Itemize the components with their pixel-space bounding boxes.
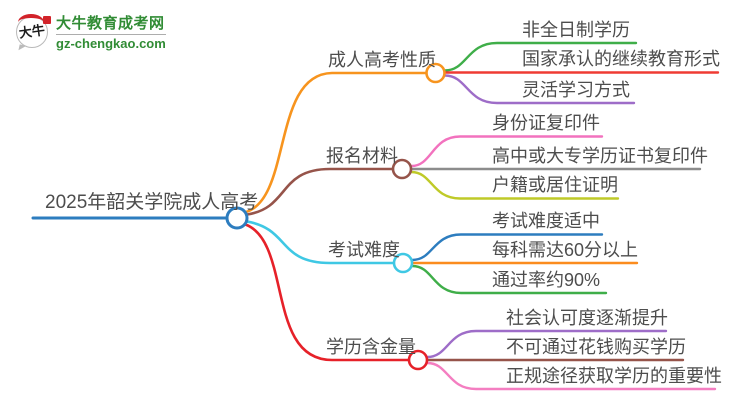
logo-red-seal-icon <box>43 16 51 24</box>
branch-curve-2 <box>245 167 395 216</box>
branch-node-4 <box>407 349 429 371</box>
leaf-label-1-1: 非全日制学历 <box>522 20 630 40</box>
leaf-line-4-1 <box>426 329 668 359</box>
leaf-label-3-3: 通过率约90% <box>492 270 601 290</box>
leaf-label-1-2: 国家承认的继续教育形式 <box>522 49 720 69</box>
branch-node-1 <box>425 62 446 84</box>
root-node-label: 2025年韶关学院成人高考 <box>45 192 259 213</box>
leaf-label-4-3: 正规途径获取学历的重要性 <box>506 366 722 386</box>
leaf-label-2-2: 高中或大专学历证书复印件 <box>492 146 708 166</box>
leaf-line-3-1 <box>411 233 604 262</box>
leaf-line-1-1 <box>443 41 638 72</box>
root-node <box>225 206 249 230</box>
leaf-label-2-3: 户籍或居住证明 <box>492 175 618 195</box>
branch-label-2: 报名材料 <box>326 146 398 166</box>
leaf-line-3-3 <box>411 264 608 295</box>
site-name: 大牛教育成考网 <box>56 15 165 32</box>
leaf-line-1-3 <box>443 74 636 105</box>
leaf-label-3-1: 考试难度适中 <box>492 211 600 231</box>
logo-badge-icon: 大牛 <box>16 14 51 52</box>
branch-label-1: 成人高考性质 <box>328 50 436 70</box>
branch-curve-1 <box>244 71 428 214</box>
site-url: gz-chengkao.com <box>56 34 166 51</box>
branch-node-2 <box>391 158 413 180</box>
branch-label-3: 考试难度 <box>328 240 400 260</box>
branch-label-4: 学历含金量 <box>326 337 416 357</box>
site-logo: 大牛 大牛教育成考网 gz-chengkao.com <box>16 14 166 52</box>
leaf-line-2-1 <box>410 135 604 168</box>
branch-node-3 <box>392 252 414 274</box>
leaf-label-4-1: 社会认可度逐渐提升 <box>506 308 668 328</box>
branch-curve-3 <box>245 220 396 265</box>
leaf-label-1-3: 灵活学习方式 <box>522 80 630 100</box>
leaf-line-4-3 <box>426 361 717 391</box>
leaf-label-2-1: 身份证复印件 <box>492 113 600 133</box>
leaf-line-2-3 <box>410 170 620 200</box>
logo-red-arc <box>18 14 44 32</box>
leaf-label-4-2: 不可通过花钱购买学历 <box>506 337 686 357</box>
leaf-label-3-2: 每科需达60分以上 <box>492 240 639 260</box>
branch-curve-4 <box>244 223 411 362</box>
